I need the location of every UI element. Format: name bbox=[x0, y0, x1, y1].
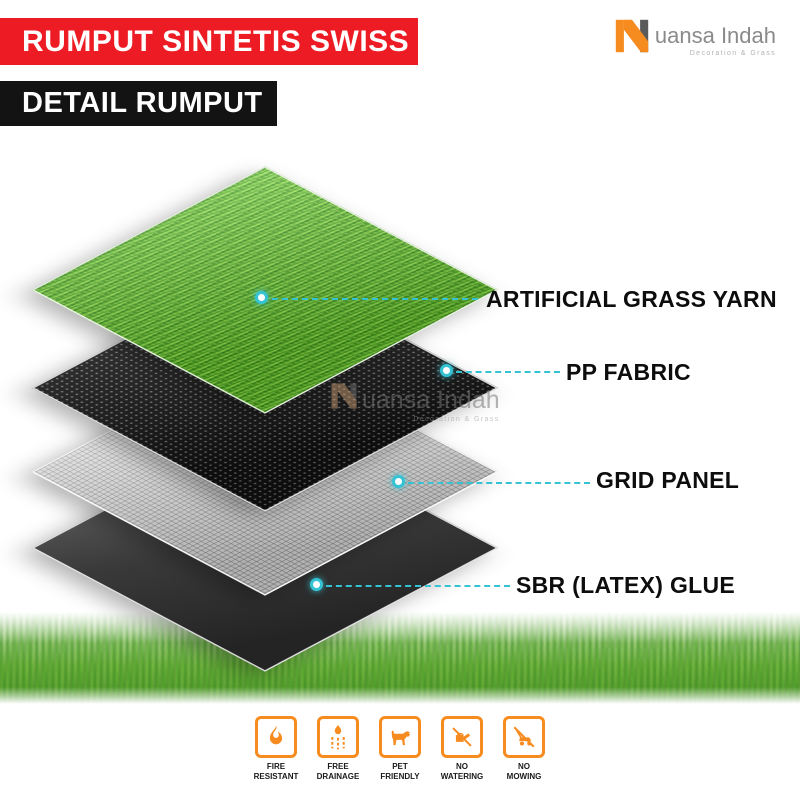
callout-dashed-line bbox=[272, 298, 478, 300]
callout-dot-icon bbox=[310, 578, 323, 591]
callout-dot-icon bbox=[255, 291, 268, 304]
layer-label-artificial-grass-yarn: ARTIFICIAL GRASS YARN bbox=[486, 286, 777, 312]
drainage-icon bbox=[317, 716, 359, 758]
dog-icon bbox=[379, 716, 421, 758]
brand-tagline: Decoration & Grass bbox=[689, 50, 776, 58]
brand-logo: uansa Indah Decoration & Grass bbox=[614, 18, 776, 57]
grass-fade-bottom bbox=[0, 687, 800, 704]
callout-dot-icon bbox=[392, 475, 405, 488]
watermark-n-icon bbox=[330, 382, 358, 415]
watermark-name: uansa Indah bbox=[362, 386, 500, 414]
brand-n-icon bbox=[614, 18, 650, 54]
layer-label-pp-fabric: PP FABRIC bbox=[566, 359, 691, 385]
layer-label-sbr-latex-glue: SBR (LATEX) GLUE bbox=[516, 572, 736, 598]
layer-label-grid-panel: GRID PANEL bbox=[596, 467, 740, 493]
watermark-tagline: Decoration & Grass bbox=[413, 416, 500, 423]
no-mowing-icon bbox=[503, 716, 545, 758]
callout-dashed-line bbox=[408, 482, 590, 484]
brand-name: uansa Indah bbox=[654, 23, 776, 48]
fire-icon bbox=[255, 716, 297, 758]
grass-layer-face bbox=[31, 166, 499, 414]
center-watermark: uansa Indah Decoration & Grass bbox=[330, 382, 500, 423]
grass-photo-strip bbox=[0, 612, 800, 704]
callout-dashed-line bbox=[456, 371, 560, 373]
brand-text: uansa Indah Decoration & Grass bbox=[655, 18, 776, 57]
grass-fade-top bbox=[0, 612, 800, 644]
callout-dashed-line bbox=[326, 585, 510, 587]
subtitle-banner: DETAIL RUMPUT bbox=[0, 81, 277, 126]
title-banner: RUMPUT SINTETIS SWISS bbox=[0, 18, 418, 65]
no-watering-icon bbox=[441, 716, 483, 758]
callout-dot-icon bbox=[440, 364, 453, 377]
